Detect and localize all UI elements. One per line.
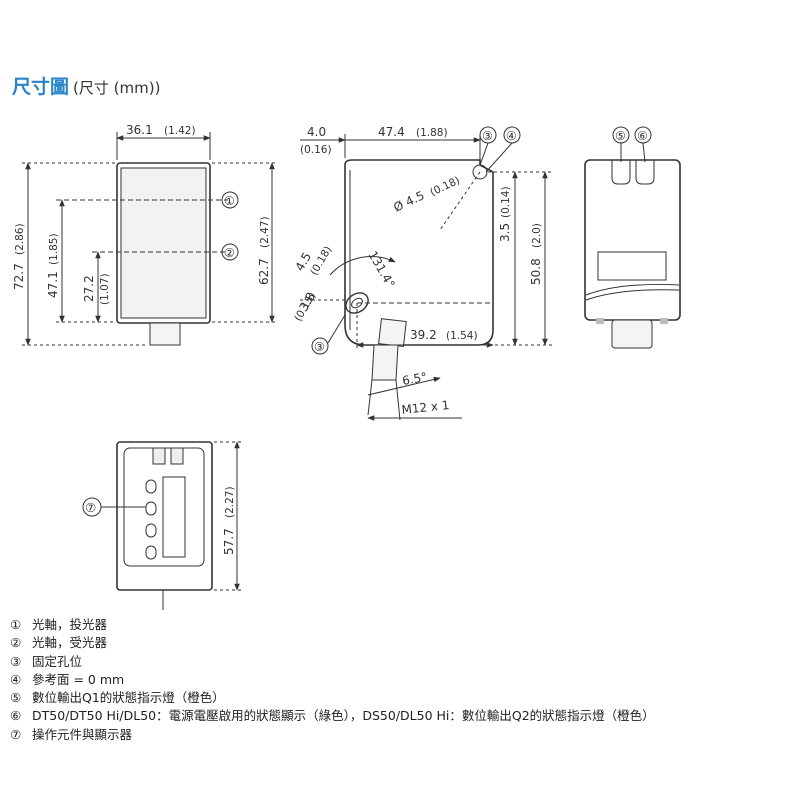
rear-label xyxy=(597,251,667,281)
rear-view-labels: ⑤ ⑥ xyxy=(615,129,648,143)
control-button-2 xyxy=(145,501,157,516)
front-height-low-in: (1.07) xyxy=(99,273,111,305)
callout-6: ⑥ xyxy=(637,129,648,143)
page-title: 尺寸圖(尺寸 (mm)) xyxy=(12,72,160,99)
callout-3-bottom: ③ xyxy=(314,340,325,354)
led-q2 xyxy=(635,160,655,185)
display-window xyxy=(162,476,186,558)
side-view xyxy=(300,126,552,421)
control-button-4 xyxy=(145,545,157,560)
top-housing xyxy=(116,441,213,591)
front-connector xyxy=(149,322,181,346)
rear-connector xyxy=(611,319,653,349)
callout-7: ⑦ xyxy=(85,500,96,515)
top-height-in: (2.27) xyxy=(224,486,236,518)
side-height-in: (2.0) xyxy=(531,223,543,248)
front-height-total-in: (2.86) xyxy=(14,223,26,255)
led-q1 xyxy=(611,160,631,185)
callout-4: ④ xyxy=(506,129,517,143)
angle-131: 131.4° xyxy=(365,249,397,291)
top-view-labels: 57.7 (2.27) ⑦ xyxy=(85,486,236,555)
callout-2: ② xyxy=(224,246,235,260)
dim-4-5-in: (0.18) xyxy=(308,244,334,277)
front-view xyxy=(22,132,278,346)
front-height-mid: 47.1 xyxy=(46,271,60,298)
top-offset-in: (0.14) xyxy=(500,186,512,218)
control-button-3 xyxy=(145,523,157,538)
side-depth-in: (1.88) xyxy=(416,127,448,139)
thread-size: M12 x 1 xyxy=(401,398,450,417)
front-height-right-in: (2.47) xyxy=(259,216,271,248)
side-depth: 47.4 xyxy=(378,125,405,139)
front-height-low: 27.2 xyxy=(82,275,96,302)
side-offset: 4.0 xyxy=(307,125,326,139)
front-width: 36.1 xyxy=(126,123,153,137)
title-main: 尺寸圖 xyxy=(12,76,70,98)
front-height-right: 62.7 xyxy=(257,258,271,285)
front-height-total: 72.7 xyxy=(12,263,26,290)
side-connector xyxy=(371,344,399,381)
top-offset: 3.5 xyxy=(498,223,512,242)
side-offset-in: (0.16) xyxy=(300,144,332,156)
tilt-angle: 6.5° xyxy=(401,370,428,388)
top-view xyxy=(82,441,244,610)
front-width-in: (1.42) xyxy=(164,125,196,137)
rear-view xyxy=(584,126,681,349)
side-bottom: 39.2 xyxy=(410,328,437,342)
side-height: 50.8 xyxy=(529,258,543,285)
front-view-labels: 36.1 (1.42) 72.7 (2.86) 47.1 (1.85) 27.2… xyxy=(12,123,271,305)
side-view-labels: 4.0 (0.16) 47.4 (1.88) ③ ④ Ø 4.5 (0.18) … xyxy=(292,125,543,417)
front-window xyxy=(120,167,207,319)
mount-hole-bottom xyxy=(345,292,369,314)
front-height-mid-in: (1.85) xyxy=(48,233,60,265)
hole-diameter-in: (0.18) xyxy=(428,174,462,198)
side-housing xyxy=(344,159,494,346)
top-height: 57.7 xyxy=(222,528,236,555)
callout-5: ⑤ xyxy=(615,129,626,143)
callout-1: ① xyxy=(224,194,235,208)
title-sub: (尺寸 (mm)) xyxy=(73,79,161,97)
hole-diameter: Ø 4.5 xyxy=(391,188,426,214)
callout-3-top: ③ xyxy=(482,129,493,143)
control-button-1 xyxy=(145,479,157,494)
side-bottom-in: (1.54) xyxy=(446,330,478,342)
